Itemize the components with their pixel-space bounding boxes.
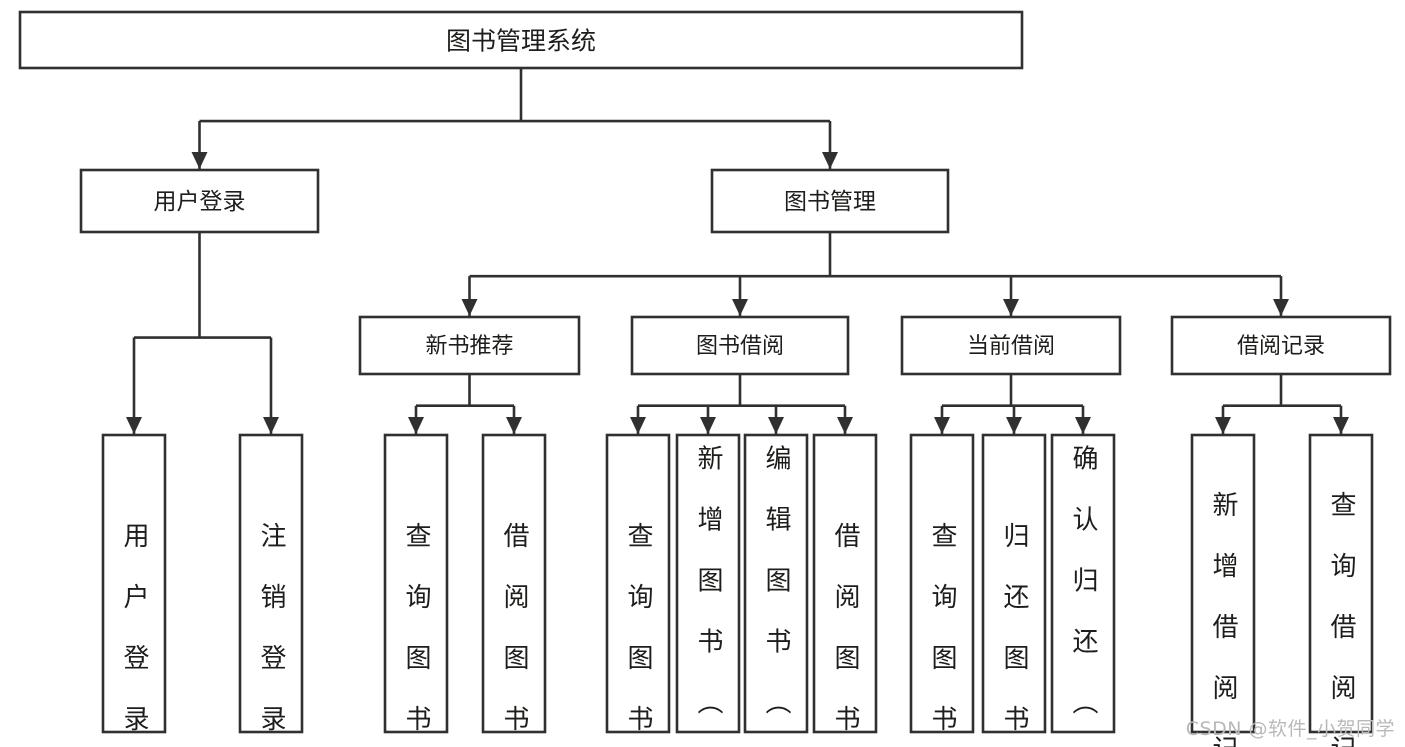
node-label-leaf-confirm-return: 确认归还（管理员） [1068,444,1098,747]
node-leaf-user-login[interactable]: 用户登录 [101,433,167,735]
node-label-leaf-borrow-book-1: 借阅图书 [499,522,529,735]
node-label-leaf-query-book-1: 查询图书 [401,522,431,735]
node-layer: 图书管理系统用户登录图书管理新书推荐图书借阅当前借阅借阅记录用户登录注销登录查询… [18,10,1392,747]
node-leaf-borrow-book-1[interactable]: 借阅图书 [481,433,547,735]
node-box-leaf-edit-book [743,433,809,734]
arrow-head-icon [630,417,646,434]
edge-group-user-login [126,232,279,434]
node-label-leaf-edit-book: 编辑图书（管理员） [761,444,791,747]
arrow-head-icon [822,152,838,169]
node-box-leaf-user-login [101,433,167,734]
node-root[interactable]: 图书管理系统 [18,10,1024,70]
edge-group-current-borrow [934,374,1091,434]
node-leaf-edit-book[interactable]: 编辑图书（管理员） [743,433,809,747]
node-label-leaf-add-book: 新增图书（管理员） [693,444,723,747]
node-borrow-record[interactable]: 借阅记录 [1170,315,1392,376]
node-book-manage[interactable]: 图书管理 [710,168,950,234]
node-box-new-book-rec [358,315,581,376]
node-label-book-borrow: 图书借阅 [696,334,784,359]
node-user-login[interactable]: 用户登录 [79,168,320,234]
node-leaf-query-book-1[interactable]: 查询图书 [383,433,449,735]
arrow-head-icon [263,417,279,434]
arrow-head-icon [1075,417,1091,434]
node-box-leaf-query-book-3 [909,433,975,734]
arrow-head-icon [191,152,208,169]
node-box-user-login [79,168,320,234]
node-label-leaf-user-login: 用户登录 [119,522,149,735]
node-label-leaf-borrow-book-2: 借阅图书 [830,522,860,735]
node-leaf-confirm-return[interactable]: 确认归还（管理员） [1050,433,1116,747]
node-box-root [18,10,1024,70]
node-label-leaf-query-book-2: 查询图书 [623,522,653,735]
arrow-head-icon [461,299,478,316]
node-box-book-manage [710,168,950,234]
node-leaf-query-book-3[interactable]: 查询图书 [909,433,975,735]
node-box-leaf-logout [238,433,304,734]
node-label-leaf-logout: 注销登录 [256,522,286,735]
node-label-leaf-query-record: 查询借阅记录 [1326,491,1356,747]
node-label-borrow-record: 借阅记录 [1237,334,1325,359]
arrow-head-icon [408,417,424,434]
node-leaf-query-book-2[interactable]: 查询图书 [605,433,671,735]
arrow-head-icon [837,417,853,434]
node-label-leaf-query-book-3: 查询图书 [927,522,957,735]
node-box-leaf-add-book [675,433,741,734]
edge-group-new-book-rec [408,374,522,434]
arrow-head-icon [1333,417,1349,434]
arrow-head-icon [732,299,748,316]
edge-group-book-borrow [630,374,853,434]
arrow-head-icon [126,417,142,434]
arrow-head-icon [934,417,950,434]
node-label-leaf-return-book: 归还图书 [999,522,1029,735]
node-label-book-manage: 图书管理 [784,189,876,215]
node-leaf-logout[interactable]: 注销登录 [238,433,304,735]
node-box-borrow-record [1170,315,1392,376]
node-box-leaf-confirm-return [1050,433,1116,734]
node-label-current-borrow: 当前借阅 [967,334,1055,359]
arrow-head-icon [506,417,522,434]
node-label-new-book-rec: 新书推荐 [425,334,513,359]
node-box-leaf-add-record [1190,433,1256,734]
node-label-root: 图书管理系统 [446,27,596,56]
node-box-book-borrow [630,315,850,376]
arrow-head-icon [768,417,784,434]
node-new-book-rec[interactable]: 新书推荐 [358,315,581,376]
node-leaf-add-record[interactable]: 新增借阅记录 [1190,433,1256,747]
connector-layer [126,68,1349,434]
node-box-leaf-borrow-book-2 [812,433,878,734]
arrow-head-icon [700,417,716,434]
node-leaf-return-book[interactable]: 归还图书 [981,433,1047,735]
node-book-borrow[interactable]: 图书借阅 [630,315,850,376]
node-leaf-add-book[interactable]: 新增图书（管理员） [675,433,741,747]
node-label-user-login: 用户登录 [154,189,246,215]
node-box-current-borrow [900,315,1122,376]
node-box-leaf-query-record [1308,433,1374,734]
arrow-head-icon [1003,299,1019,316]
node-leaf-query-record[interactable]: 查询借阅记录 [1308,433,1374,747]
node-box-leaf-borrow-book-1 [481,433,547,734]
arrow-head-icon [1006,417,1022,434]
arrow-head-icon [1215,417,1231,434]
node-leaf-borrow-book-2[interactable]: 借阅图书 [812,433,878,735]
node-current-borrow[interactable]: 当前借阅 [900,315,1122,376]
node-box-leaf-query-book-1 [383,433,449,734]
arrow-head-icon [1273,299,1289,316]
node-box-leaf-return-book [981,433,1047,734]
edge-group-borrow-record [1215,374,1349,434]
node-box-leaf-query-book-2 [605,433,671,734]
node-label-leaf-add-record: 新增借阅记录 [1208,491,1238,747]
edge-group-root [191,68,838,169]
edge-group-book-manage [461,232,1289,316]
